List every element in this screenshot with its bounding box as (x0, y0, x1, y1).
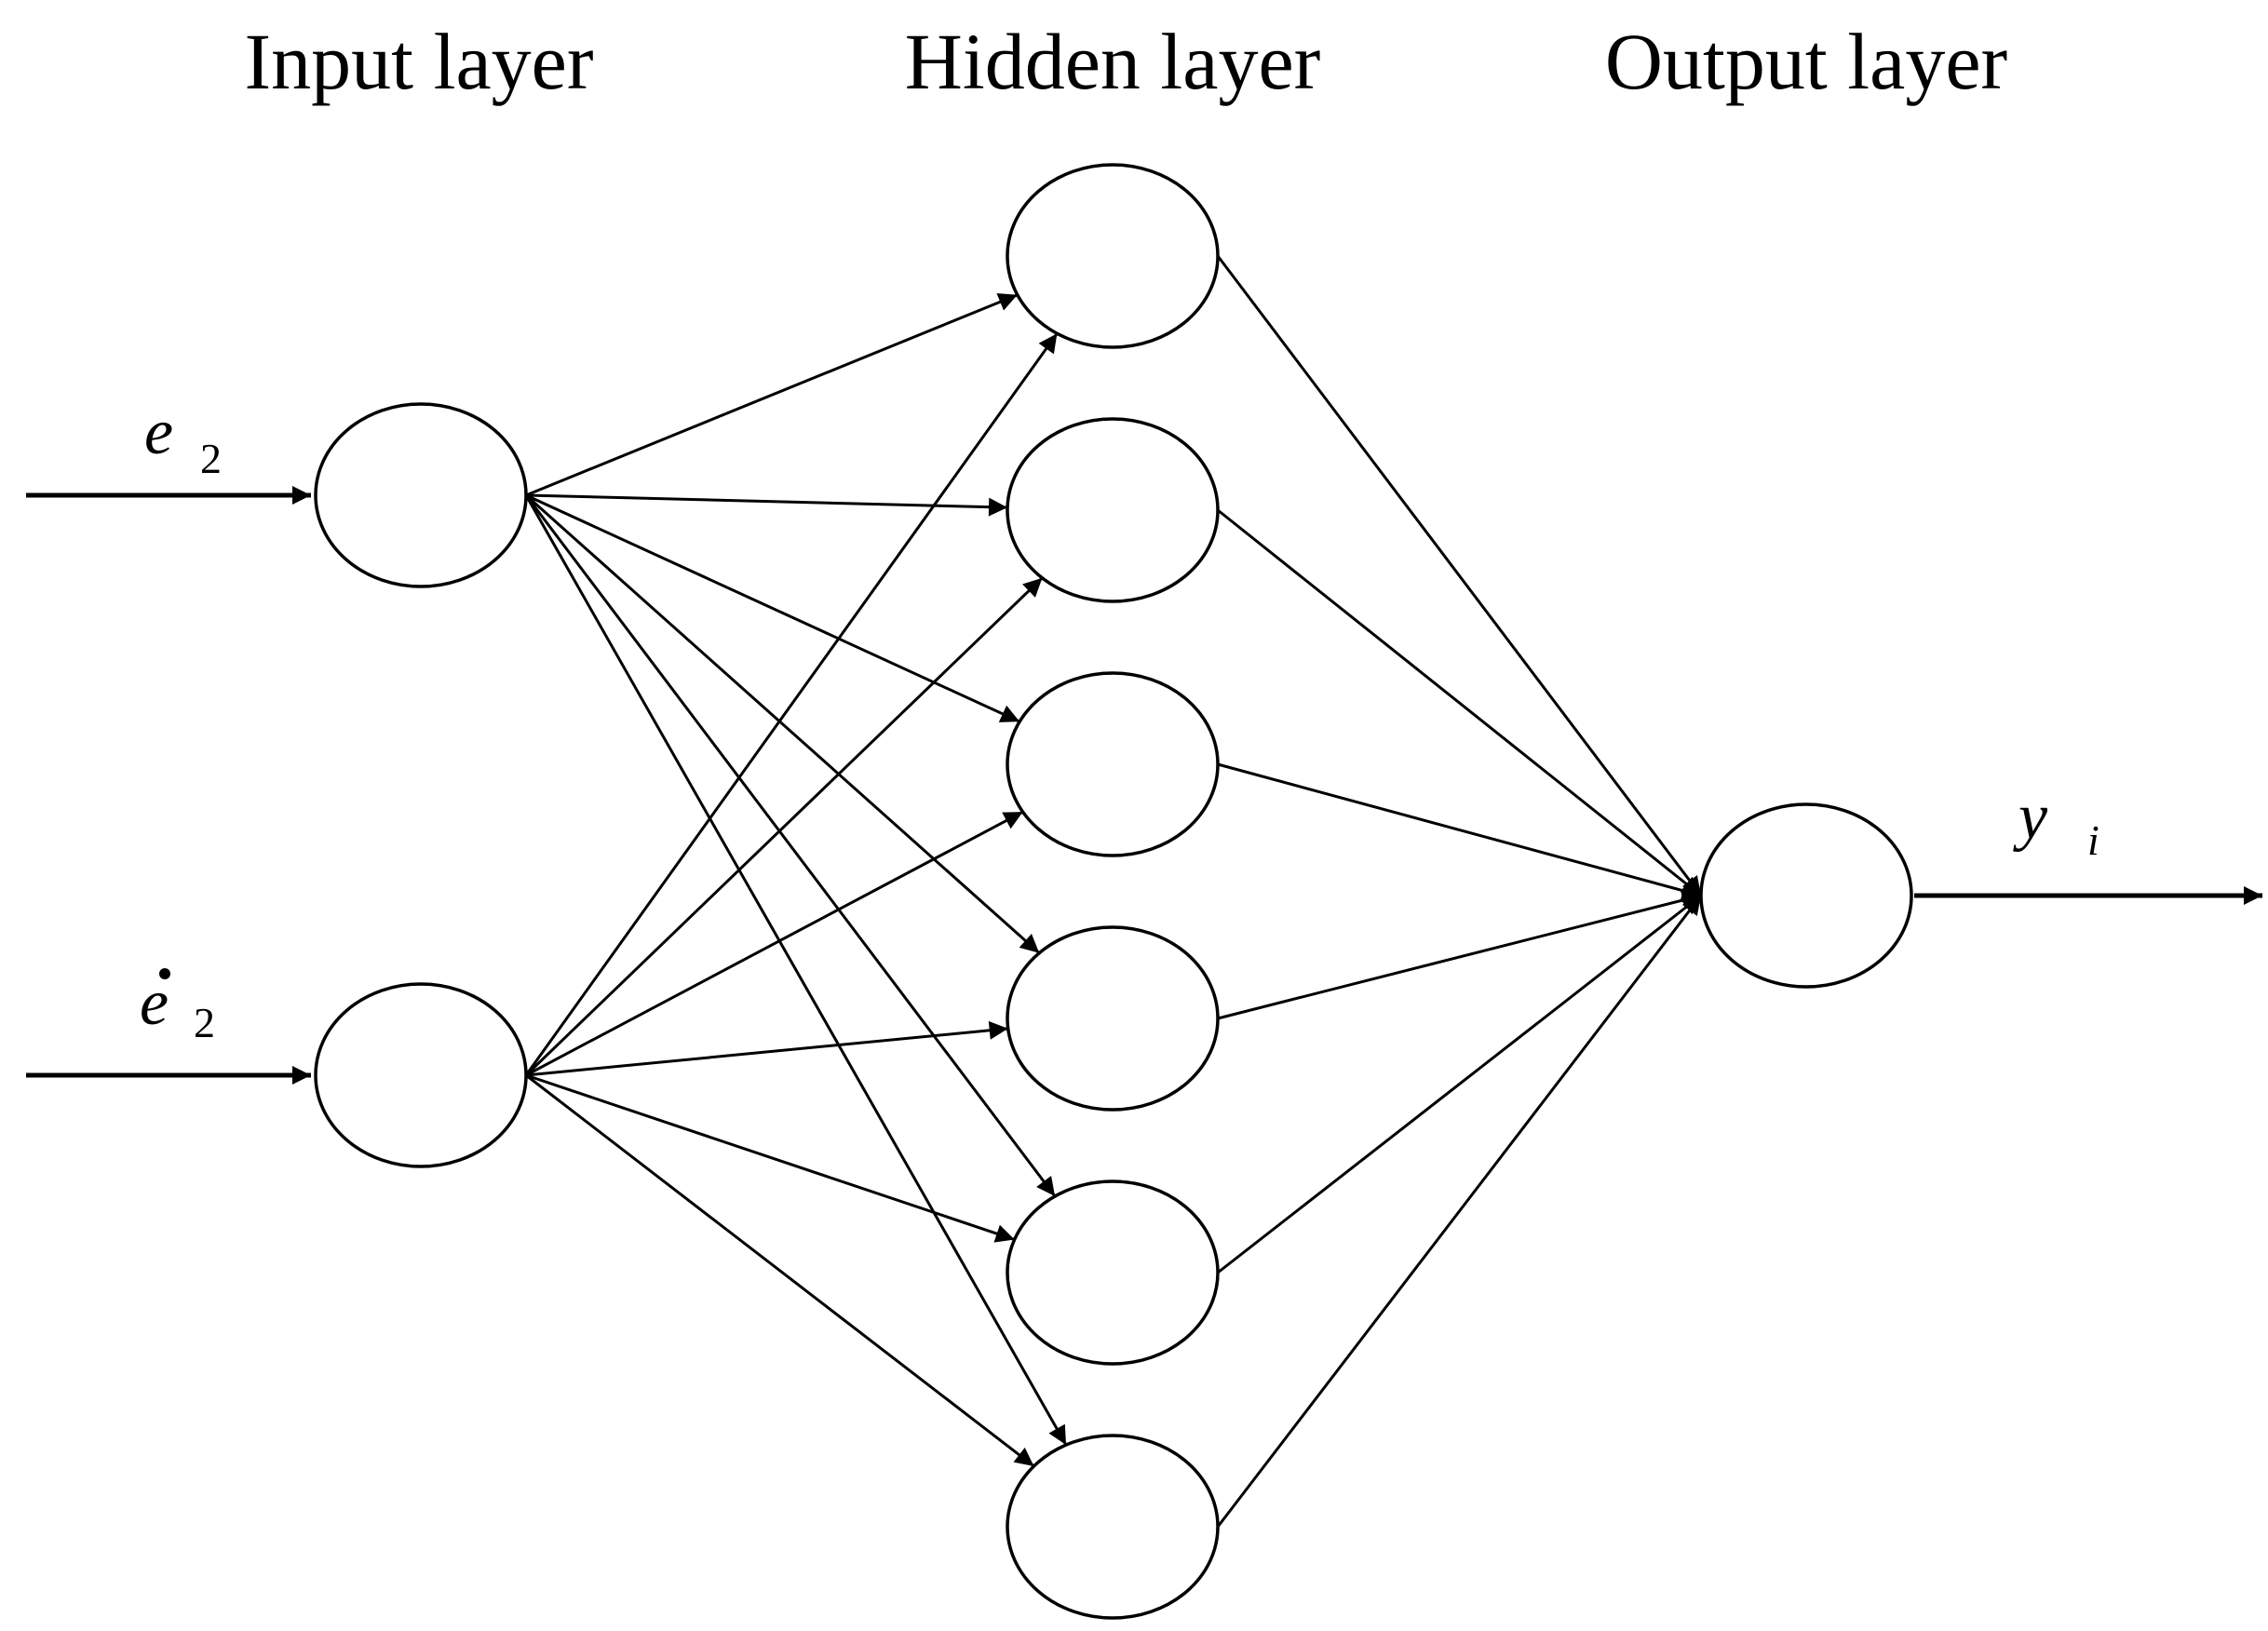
input-2-subscript: 2 (194, 999, 215, 1046)
output-neuron-1 (1699, 802, 1913, 989)
output-symbol: y (2013, 781, 2048, 853)
edge-input-1-hidden-3 (525, 493, 1020, 723)
edge-hidden-6-output-1 (1216, 895, 1703, 1528)
hidden-neuron-2 (1006, 417, 1220, 603)
edge-input-1-hidden-6 (524, 494, 1068, 1446)
edge-input-1-hidden-2 (525, 493, 1008, 517)
edge-input-2-hidden-1 (524, 332, 1059, 1076)
edge-hidden-5-output-1 (1217, 894, 1702, 1274)
input-neuron-1 (314, 402, 528, 588)
edge-input-2-hidden-2 (524, 576, 1044, 1077)
edge-input-2-hidden-6 (525, 1073, 1035, 1468)
neurons (314, 163, 1913, 1620)
hidden-neuron-5 (1006, 1179, 1220, 1366)
edge-hidden-1-output-1 (1216, 255, 1703, 896)
input-label-e2-dot: e 2 (140, 967, 215, 1046)
edge-hidden-2-output-1 (1217, 508, 1702, 897)
output-subscript: i (2087, 816, 2099, 864)
edge-input-2-hidden-3 (525, 810, 1024, 1077)
edge-hidden-4-output-1 (1217, 891, 1702, 1020)
input-2-symbol: e (140, 967, 169, 1039)
input-layer-title: Input layer (245, 17, 594, 106)
hidden-neuron-1 (1006, 163, 1220, 349)
edge-input-1-hidden-5 (524, 494, 1057, 1197)
output-layer-title: Output layer (1605, 17, 2007, 106)
hidden-neuron-4 (1006, 925, 1220, 1112)
input-2-dot (159, 968, 170, 979)
edge-input-2-hidden-4 (525, 1020, 1008, 1077)
input-label-e2: e 2 (144, 397, 222, 482)
edge-input-1-hidden-1 (525, 293, 1019, 497)
connection-edges (524, 255, 1703, 1528)
edge-input-1-hidden-4 (525, 493, 1041, 954)
input-1-symbol: e (144, 397, 173, 468)
output-label-yi: y i (2013, 781, 2099, 864)
input-neuron-2 (314, 982, 528, 1168)
hidden-layer-title: Hidden layer (905, 17, 1321, 106)
edge-input-2-hidden-5 (525, 1073, 1016, 1243)
hidden-neuron-6 (1006, 1434, 1220, 1620)
input-1-subscript: 2 (200, 435, 222, 482)
edge-hidden-3-output-1 (1217, 762, 1702, 900)
hidden-neuron-3 (1006, 671, 1220, 857)
